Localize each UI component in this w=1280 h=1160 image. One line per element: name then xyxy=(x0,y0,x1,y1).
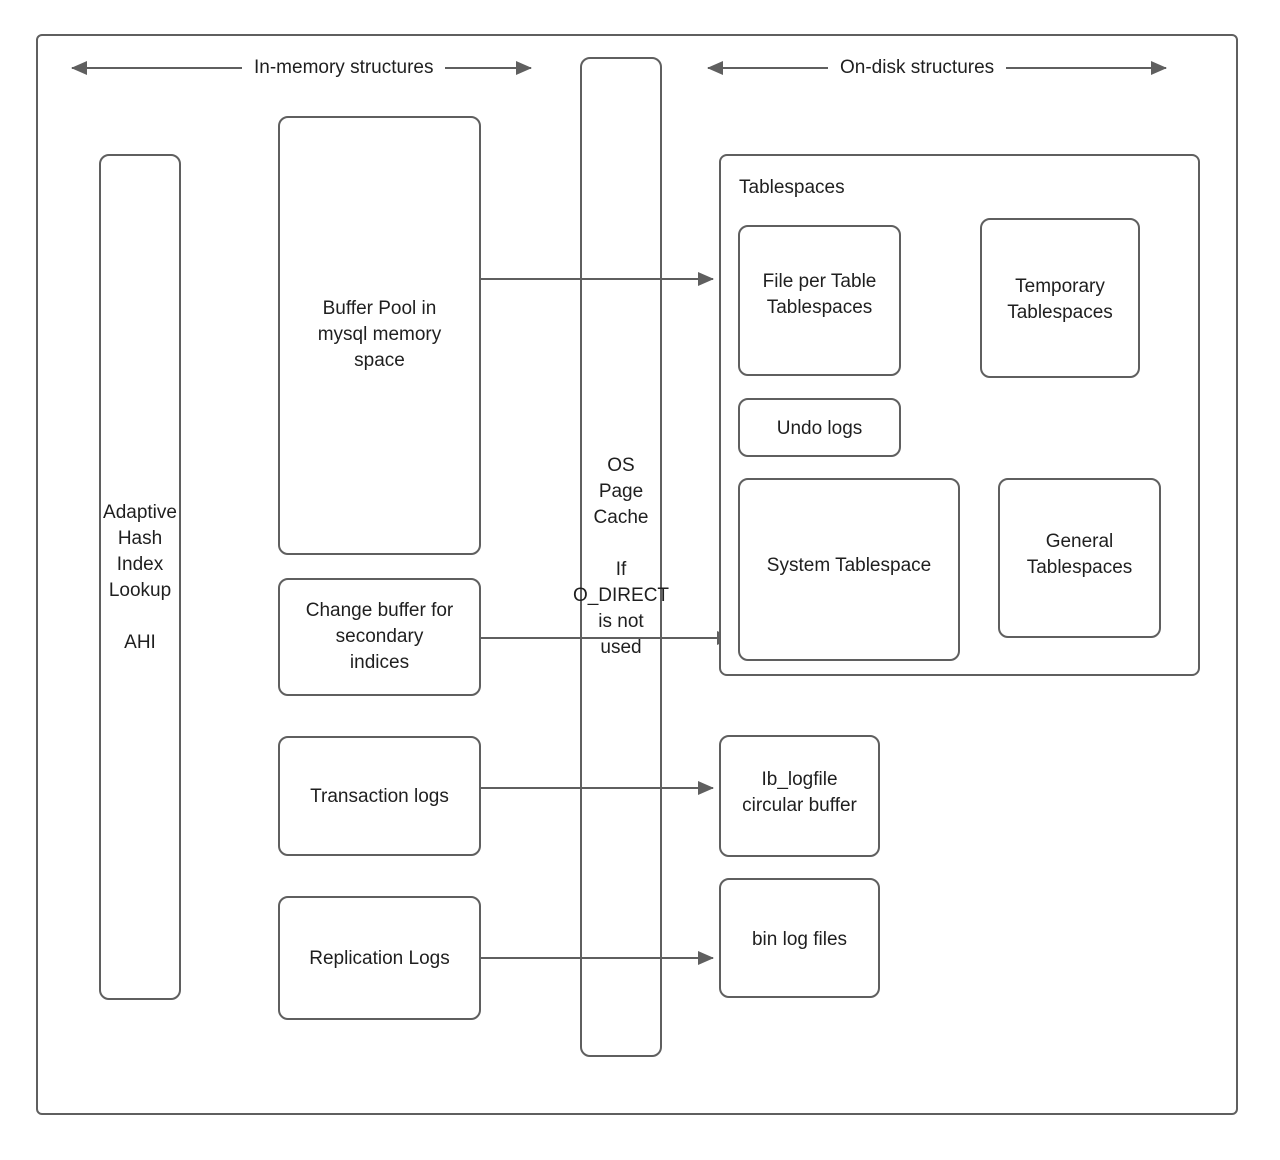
node-change-buffer-label: Change buffer for secondary indices xyxy=(305,600,454,673)
arrow-right-in-memory xyxy=(445,61,533,75)
node-buffer-pool[interactable]: Buffer Pool in mysql memory space xyxy=(278,116,481,555)
connector-transaction-logs-to-ib-logfile xyxy=(481,781,714,795)
node-buffer-pool-label: Buffer Pool in mysql memory space xyxy=(317,298,442,371)
node-replication-logs[interactable]: Replication Logs xyxy=(278,896,481,1020)
node-bin-log-files-label: bin log files xyxy=(751,929,848,950)
node-system-tablespace[interactable]: System Tablespace xyxy=(738,478,960,661)
node-change-buffer[interactable]: Change buffer for secondary indices xyxy=(278,578,481,696)
outer-frame xyxy=(36,34,1238,1115)
node-general-tablespaces-label: General Tablespaces xyxy=(1026,531,1133,578)
arrow-right-on-disk xyxy=(1006,61,1168,75)
node-temporary-tablespaces[interactable]: Temporary Tablespaces xyxy=(980,218,1140,378)
node-ib-logfile-label: Ib_logfile circular buffer xyxy=(742,769,857,816)
node-temporary-tablespaces-label: Temporary Tablespaces xyxy=(1007,276,1113,323)
node-undo-logs[interactable]: Undo logs xyxy=(738,398,901,457)
node-transaction-logs-label: Transaction logs xyxy=(310,786,449,807)
node-transaction-logs[interactable]: Transaction logs xyxy=(278,736,481,856)
node-ib-logfile[interactable]: Ib_logfile circular buffer xyxy=(719,735,880,857)
arrow-left-on-disk xyxy=(707,61,828,75)
header-in-memory-label: In-memory structures xyxy=(254,57,434,78)
node-file-per-table-tablespaces-label: File per Table Tablespaces xyxy=(762,271,877,318)
node-general-tablespaces[interactable]: General Tablespaces xyxy=(998,478,1161,638)
header-in-memory: In-memory structures xyxy=(71,53,533,83)
node-os-page-cache[interactable]: OS Page Cache If O_DIRECT is not used xyxy=(573,57,669,1057)
arrow-left-in-memory xyxy=(71,61,242,75)
node-undo-logs-label: Undo logs xyxy=(776,418,863,439)
node-file-per-table-tablespaces[interactable]: File per Table Tablespaces xyxy=(738,225,901,376)
connector-replication-logs-to-bin-log-files xyxy=(481,951,714,965)
header-on-disk-label: On-disk structures xyxy=(840,57,995,78)
node-system-tablespace-label: System Tablespace xyxy=(766,555,932,576)
node-replication-logs-label: Replication Logs xyxy=(309,948,450,969)
header-on-disk: On-disk structures xyxy=(707,53,1168,83)
group-tablespaces-title: Tablespaces xyxy=(739,177,845,198)
node-bin-log-files[interactable]: bin log files xyxy=(719,878,880,998)
connector-buffer-pool-to-file-per-table xyxy=(481,272,714,286)
node-adaptive-hash-index[interactable]: Adaptive Hash Index Lookup AHI xyxy=(99,154,181,1000)
